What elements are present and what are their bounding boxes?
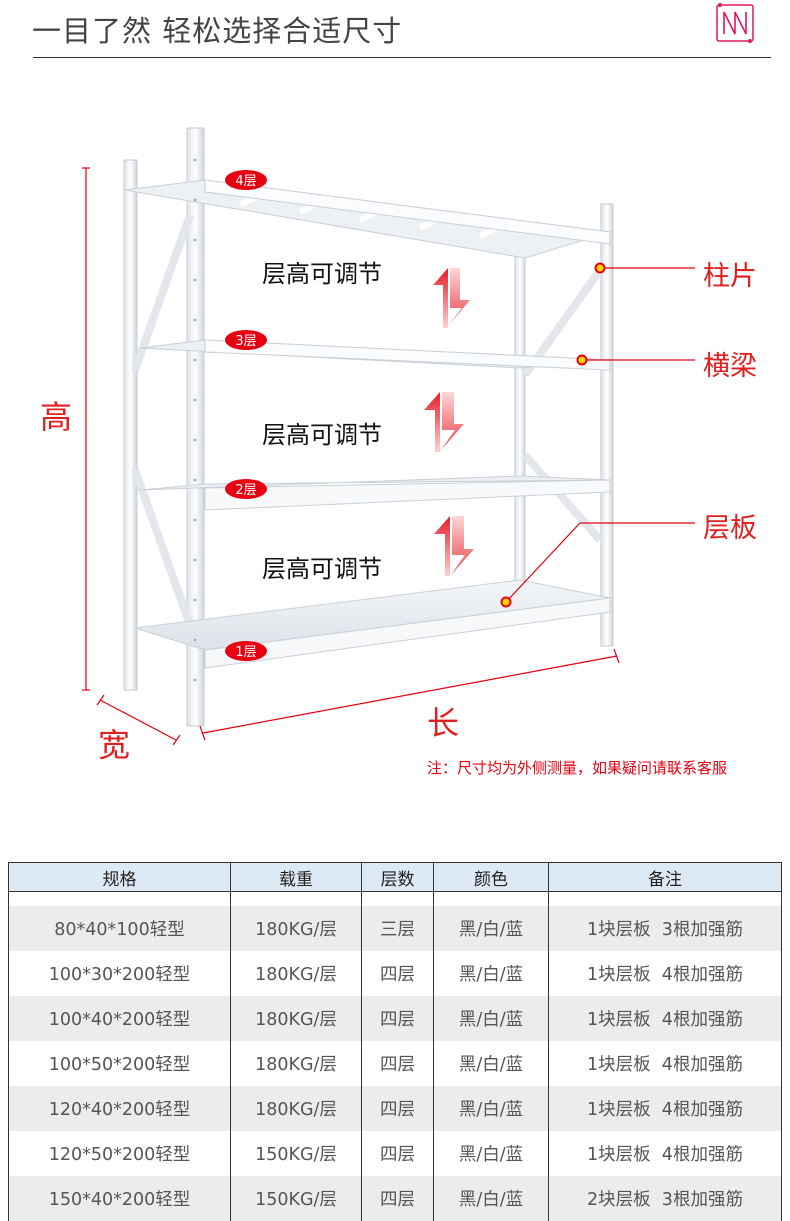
layer-badge-1: 1层 xyxy=(225,641,267,661)
cell-layers: 四层 xyxy=(361,996,434,1041)
col-header-spec: 规格 xyxy=(8,862,231,892)
header-divider xyxy=(33,57,771,58)
brand-logo xyxy=(716,3,754,43)
dimension-width: 宽 xyxy=(98,726,131,764)
cell-color: 黑/白/蓝 xyxy=(433,951,549,996)
adjust-arrow-icon xyxy=(433,268,470,328)
shelf-diagram: 4层 3层 2层 1层 xyxy=(82,127,695,746)
cell-color: 黑/白/蓝 xyxy=(433,1041,549,1086)
dimension-height: 高 xyxy=(40,398,73,436)
cell-remarks: 1块层板 4根加强筋 xyxy=(548,1041,782,1086)
cell-remarks: 2块层板 3根加强筋 xyxy=(548,1176,782,1221)
table-row: 120*40*200轻型 180KG/层 四层 黑/白/蓝 1块层板 4根加强筋 xyxy=(8,1086,782,1131)
adjust-label-3: 层高可调节 xyxy=(262,555,382,583)
cell-spec: 100*40*200轻型 xyxy=(8,996,231,1041)
cell-layers: 三层 xyxy=(361,906,434,951)
cell-spec: 120*40*200轻型 xyxy=(8,1086,231,1131)
cell-load: 180KG/层 xyxy=(230,951,362,996)
table-row: 100*50*200轻型 180KG/层 四层 黑/白/蓝 1块层板 4根加强筋 xyxy=(8,1041,782,1086)
cell-load: 180KG/层 xyxy=(230,1041,362,1086)
cell-load: 150KG/层 xyxy=(230,1176,362,1221)
cell-spec: 100*50*200轻型 xyxy=(8,1041,231,1086)
layer-badge-1-label: 1层 xyxy=(235,645,256,660)
table-row: 80*40*100轻型 180KG/层 三层 黑/白/蓝 1块层板 3根加强筋 xyxy=(8,906,782,951)
table-row: 100*30*200轻型 180KG/层 四层 黑/白/蓝 1块层板 4根加强筋 xyxy=(8,951,782,996)
table-row: 150*40*200轻型 150KG/层 四层 黑/白/蓝 2块层板 3根加强筋 xyxy=(8,1176,782,1221)
page-title: 一目了然 轻松选择合适尺寸 xyxy=(32,14,403,48)
table-header-row: 规格 载重 层数 颜色 备注 xyxy=(8,862,782,892)
cell-load: 150KG/层 xyxy=(230,1131,362,1176)
adjust-arrow-icon xyxy=(434,516,474,576)
col-header-remarks: 备注 xyxy=(548,862,782,892)
cell-spec: 150*40*200轻型 xyxy=(8,1176,231,1221)
col-header-color: 颜色 xyxy=(433,862,549,892)
cell-remarks: 1块层板 4根加强筋 xyxy=(548,951,782,996)
col-header-load: 载重 xyxy=(230,862,362,892)
cell-color: 黑/白/蓝 xyxy=(433,906,549,951)
layer-badge-4: 4层 xyxy=(225,170,267,190)
layer-badge-3-label: 3层 xyxy=(235,334,256,349)
table-row: 120*50*200轻型 150KG/层 四层 黑/白/蓝 1块层板 4根加强筋 xyxy=(8,1131,782,1176)
part-label-beam: 横梁 xyxy=(703,351,757,382)
cell-layers: 四层 xyxy=(361,951,434,996)
cell-layers: 四层 xyxy=(361,1041,434,1086)
part-label-upright: 柱片 xyxy=(703,261,757,292)
layer-badge-4-label: 4层 xyxy=(235,174,256,189)
cell-color: 黑/白/蓝 xyxy=(433,1131,549,1176)
cell-color: 黑/白/蓝 xyxy=(433,1176,549,1221)
measurement-note: 注：尺寸均为外侧测量，如果疑问请联系客服 xyxy=(427,759,728,777)
cell-remarks: 1块层板 3根加强筋 xyxy=(548,906,782,951)
cell-color: 黑/白/蓝 xyxy=(433,996,549,1041)
adjust-arrow-icon xyxy=(424,392,464,452)
cell-spec: 100*30*200轻型 xyxy=(8,951,231,996)
cell-layers: 四层 xyxy=(361,1086,434,1131)
layer-badge-3: 3层 xyxy=(225,330,267,350)
cell-load: 180KG/层 xyxy=(230,906,362,951)
layer-badge-2-label: 2层 xyxy=(235,483,256,498)
table-row: 100*40*200轻型 180KG/层 四层 黑/白/蓝 1块层板 4根加强筋 xyxy=(8,996,782,1041)
layer-badge-2: 2层 xyxy=(225,479,267,499)
table-spacer xyxy=(8,891,782,906)
dimension-length: 长 xyxy=(427,704,460,742)
part-label-board: 层板 xyxy=(703,513,757,544)
cell-remarks: 1块层板 4根加强筋 xyxy=(548,1131,782,1176)
cell-layers: 四层 xyxy=(361,1131,434,1176)
cell-remarks: 1块层板 4根加强筋 xyxy=(548,1086,782,1131)
cell-load: 180KG/层 xyxy=(230,996,362,1041)
cell-load: 180KG/层 xyxy=(230,1086,362,1131)
cell-remarks: 1块层板 4根加强筋 xyxy=(548,996,782,1041)
adjust-label-1: 层高可调节 xyxy=(262,260,382,288)
cell-layers: 四层 xyxy=(361,1176,434,1221)
col-header-layers: 层数 xyxy=(361,862,434,892)
spec-table: 规格 载重 层数 颜色 备注 80*40*100轻型 180KG/层 三层 黑/… xyxy=(8,862,782,1221)
cell-spec: 80*40*100轻型 xyxy=(8,906,231,951)
cell-color: 黑/白/蓝 xyxy=(433,1086,549,1131)
adjust-label-2: 层高可调节 xyxy=(262,421,382,449)
cell-spec: 120*50*200轻型 xyxy=(8,1131,231,1176)
